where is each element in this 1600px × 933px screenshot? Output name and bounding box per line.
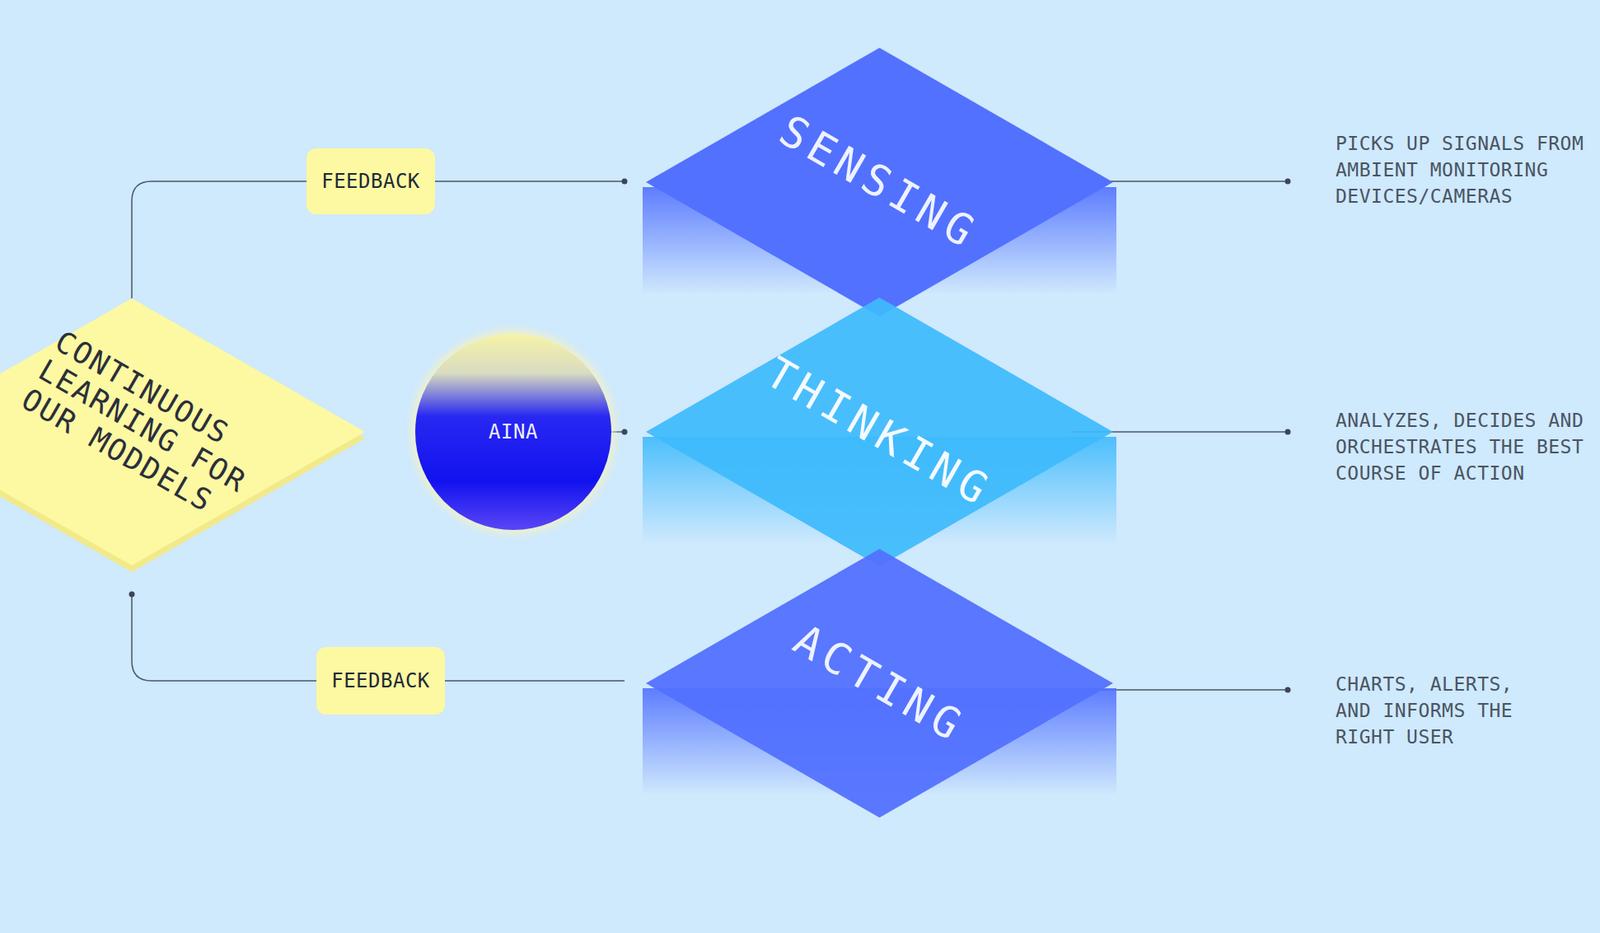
feedback-box: FEEDBACK <box>316 646 445 715</box>
connector-line <box>435 180 625 183</box>
connector-line <box>131 594 317 681</box>
learning-diamond: CONTINUOUS LEARNING FOR OUR MODDELS <box>0 298 365 566</box>
aina-orb: AINA <box>415 333 612 530</box>
orb-fill <box>415 333 612 530</box>
stage-diamond: ACTING <box>645 548 1114 818</box>
diamond-face <box>645 548 1114 818</box>
feedback-fill <box>316 646 445 715</box>
leader-dot <box>1285 429 1292 436</box>
feedback-fill <box>306 148 436 215</box>
leader-dot <box>1285 178 1292 185</box>
stage-description: ANALYZES, DECIDES AND ORCHESTRATES THE B… <box>1335 407 1600 487</box>
feedback-label: FEEDBACK <box>331 669 431 693</box>
feedback-connector <box>129 591 318 682</box>
orb-label: AINA <box>488 420 539 444</box>
stage-diamond: SENSING <box>645 47 1114 317</box>
leader-dot <box>1285 687 1292 693</box>
feedback-connector <box>435 178 628 185</box>
diamond-face <box>645 297 1114 567</box>
diamond-face <box>645 47 1114 317</box>
stage-diamond: THINKING <box>645 297 1114 567</box>
learning-face <box>0 298 365 566</box>
connector-dot <box>622 429 628 436</box>
stage-description: CHARTS, ALERTS, AND INFORMS THE RIGHT US… <box>1335 670 1526 750</box>
feedback-connector <box>131 181 307 299</box>
orb-glow <box>411 329 616 534</box>
connector-dot <box>622 178 628 185</box>
stage-description: PICKS UP SIGNALS FROM AMBIENT MONITORING… <box>1335 130 1600 210</box>
connector-line <box>131 181 307 299</box>
feedback-label: FEEDBACK <box>321 169 421 193</box>
connector-dot <box>129 591 136 598</box>
feedback-box: FEEDBACK <box>306 148 436 215</box>
connector-line <box>444 679 625 682</box>
feedback-connector <box>444 680 625 682</box>
